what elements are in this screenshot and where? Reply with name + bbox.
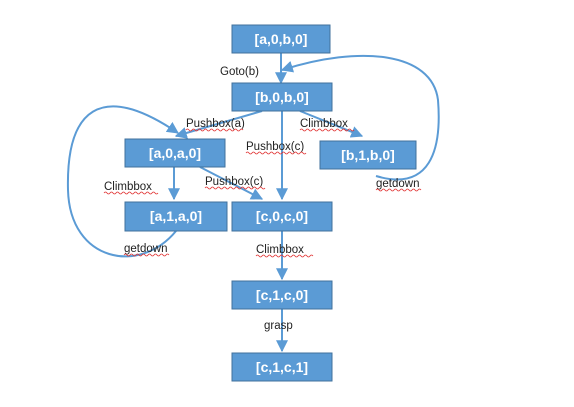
edge-label-grasp: grasp [264,320,293,332]
edge-label-climbbox-left: Climbbox [104,181,152,193]
edge-climbbox-top [299,110,364,138]
node-c0c0: [c,0,c,0] [231,201,333,232]
edge-label-goto-b: Goto(b) [220,66,259,78]
edge-label-climbbox-top: Climbbox [300,118,348,130]
spellcheck-underline [185,128,244,132]
node-label: [a,0,a,0] [149,145,201,161]
node-label: [a,1,a,0] [150,208,202,224]
edge-label-climbbox-center: Climbbox [256,244,304,256]
node-label: [b,0,b,0] [255,89,309,105]
node-a0a0: [a,0,a,0] [124,138,226,168]
edge-pushbox-c-low [199,166,264,200]
node-b0b0: [b,0,b,0] [231,82,333,112]
node-label: [c,1,c,1] [256,359,308,375]
edge-label-pushbox-c-mid: Pushbox(c) [246,141,304,153]
spellcheck-underline [299,128,355,132]
node-b1b0: [b,1,b,0] [319,140,417,170]
edge-getdown-right [280,54,440,181]
node-c1c1: [c,1,c,1] [231,352,333,382]
spellcheck-underline [103,191,159,195]
node-label: [b,1,b,0] [341,147,395,163]
spellcheck-underline [123,253,170,257]
node-a0b0: [a,0,b,0] [231,24,331,54]
node-label: [c,1,c,0] [256,287,308,303]
spellcheck-underline [245,151,307,155]
node-a1a0: [a,1,a,0] [124,201,228,232]
edge-label-getdown-right: getdown [376,178,419,190]
edge-label-getdown-left: getdown [124,243,167,255]
edge-label-pushbox-c-low: Pushbox(c) [205,176,263,188]
node-label: [c,0,c,0] [256,208,308,224]
edge-label-pushbox-a: Pushbox(a) [186,118,245,130]
spellcheck-underline [255,254,314,258]
spellcheck-underline [375,188,422,192]
spellcheck-underline [204,186,266,190]
edge-pushbox-a [174,110,263,139]
node-label: [a,0,b,0] [255,31,308,47]
node-c1c0: [c,1,c,0] [231,280,333,310]
